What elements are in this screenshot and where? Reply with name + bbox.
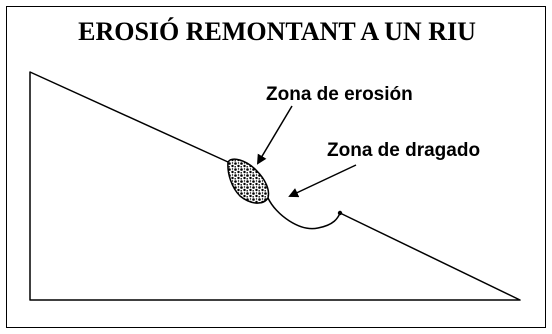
diagram-title: EROSIÓ REMONTANT A UN RIU — [78, 17, 476, 46]
erosion-zone-shape — [227, 158, 270, 204]
river-bed-profile — [29, 71, 521, 301]
dredge-edge-dot — [337, 210, 343, 216]
diagram-frame: EROSIÓ REMONTANT A UN RIU — [6, 6, 546, 328]
erosion-zone-arrow — [256, 105, 293, 165]
dredge-zone-arrow — [288, 164, 357, 198]
dredge-zone-label: Zona de dragado — [327, 140, 480, 161]
erosion-zone-label: Zona de erosión — [266, 84, 413, 105]
